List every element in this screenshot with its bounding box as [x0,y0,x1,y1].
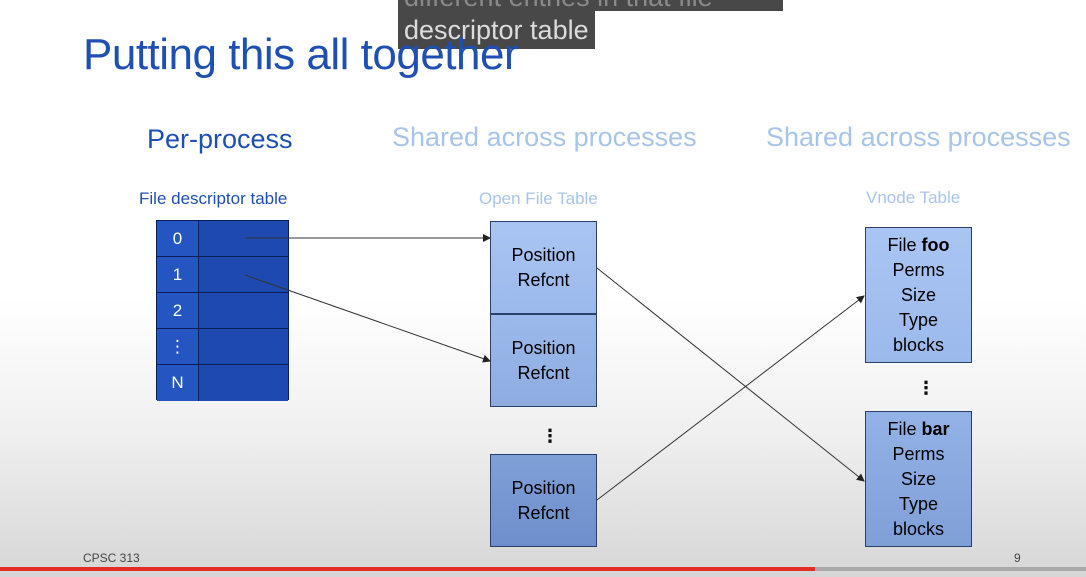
caption-line-2: descriptor table [398,11,595,49]
fd-pointer-cell [199,293,288,328]
position-field: Position [511,244,576,265]
file-name: foo [921,234,950,255]
type-field: Type [898,309,939,330]
open-file-entry: Position Refcnt [490,221,597,314]
fd-index: 2 [157,293,199,328]
fd-index: 0 [157,221,199,256]
fd-pointer-cell [199,257,288,292]
size-field: Size [900,468,936,489]
vnode-entry-foo: File foo Perms Size Type blocks [865,227,972,363]
fd-index: ⋮ [157,329,199,364]
arrow-entry3-to-foo [596,295,865,501]
perms-field: Perms [892,259,945,280]
fd-table: 0 1 2 ⋮ N [156,220,289,401]
perms-field: Perms [892,443,945,464]
fd-row-2: 2 [157,293,288,329]
heading-shared-open-file: Shared across processes [392,122,697,152]
open-file-entry: Position Refcnt [490,454,597,547]
size-field: Size [900,284,936,305]
fd-index: N [157,365,199,401]
slide-number: 9 [1014,551,1021,565]
open-file-entry: Position Refcnt [490,314,597,407]
fd-pointer-cell [199,329,288,364]
fd-index: 1 [157,257,199,292]
course-label: CPSC 313 [83,551,140,565]
vnode-table-label: Vnode Table [866,188,961,207]
arrow-fd1-to-entry2 [244,274,491,363]
refcnt-field: Refcnt [517,362,570,383]
video-progress-fill[interactable] [0,567,815,571]
fd-row-0: 0 [157,221,288,257]
blocks-field: blocks [892,334,945,355]
fd-row-ellipsis: ⋮ [157,329,288,365]
fd-table-label: File descriptor table [139,189,288,208]
open-file-table-label: Open File Table [479,189,598,208]
vnode-file-line: File bar [887,417,949,442]
vnode-ellipsis: ⋮ [917,378,935,398]
fd-row-1: 1 [157,257,288,293]
slide-title: Putting this all together [83,30,519,79]
refcnt-field: Refcnt [517,269,570,290]
vnode-entry-bar: File bar Perms Size Type blocks [865,411,972,547]
fd-pointer-cell [199,365,288,401]
file-prefix: File [887,418,922,439]
position-field: Position [511,477,576,498]
open-file-ellipsis: ⋮ [541,426,559,446]
refcnt-field: Refcnt [517,502,570,523]
arrow-entry1-to-bar [596,267,865,482]
fd-row-n: N [157,365,288,401]
position-field: Position [511,337,576,358]
type-field: Type [898,493,939,514]
caption-line-1: different entries in that file [398,0,783,11]
file-prefix: File [887,234,922,255]
heading-per-process: Per-process [147,124,293,154]
file-name: bar [921,418,950,439]
blocks-field: blocks [892,518,945,539]
vnode-file-line: File foo [888,233,950,258]
heading-shared-vnode: Shared across processes [766,122,1071,152]
